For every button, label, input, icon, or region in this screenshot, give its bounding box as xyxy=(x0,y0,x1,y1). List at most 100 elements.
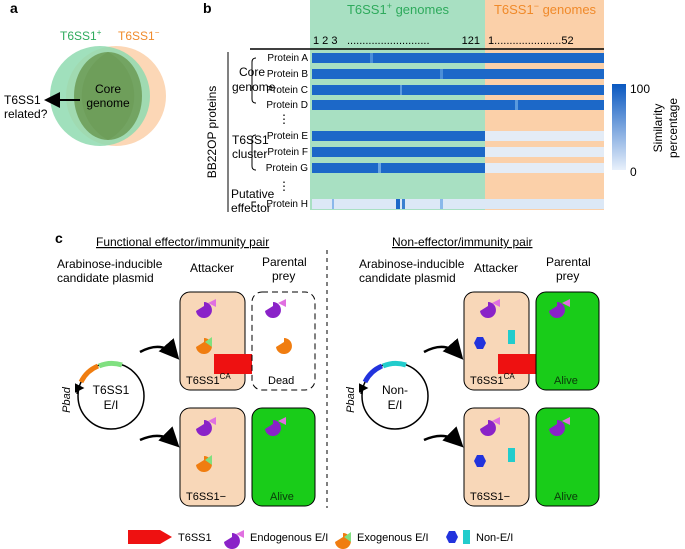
bar-protein-d xyxy=(312,100,604,110)
bar-protein-f xyxy=(312,147,485,157)
bar-var xyxy=(396,199,400,209)
endogenous-effector-icon xyxy=(265,302,281,318)
protein-label-h: Protein H xyxy=(266,199,308,210)
left-prey-dead xyxy=(251,291,316,391)
left-alive-label: Alive xyxy=(270,491,294,503)
endogenous-immunity-icon xyxy=(492,299,500,307)
left-plasmid-i-gene xyxy=(98,360,123,369)
left-plasmid-e-gene xyxy=(78,363,100,384)
left-prey-heading-2: prey xyxy=(272,269,295,283)
bracket-effector xyxy=(251,201,256,207)
endogenous-effector-icon xyxy=(549,420,565,436)
protein-label-e: Protein E xyxy=(267,131,308,142)
legend-endogenous-label: Endogenous E/I xyxy=(250,532,328,544)
bar-protein-a xyxy=(312,53,604,63)
panel-c-label: c xyxy=(55,230,63,246)
endogenous-immunity-icon xyxy=(208,417,216,425)
panel-a-label: a xyxy=(10,0,18,16)
left-t6ss-minus-label: T6SS1− xyxy=(186,491,226,503)
right-plasmid-label-1: Non- xyxy=(382,383,408,397)
legend-t6ss-icon xyxy=(128,530,172,544)
right-plasmid-label-2: E/I xyxy=(388,398,403,412)
core-label-2: genome xyxy=(86,96,130,110)
right-arrow-top xyxy=(423,338,464,360)
bracket-t6ss xyxy=(251,134,257,171)
vdots-1: ⋮ xyxy=(278,112,290,126)
legend-non-ei-label: Non-E/I xyxy=(476,532,513,544)
endogenous-effector-icon xyxy=(549,302,565,318)
right-t6ss-ca-base: T6SS1 xyxy=(470,375,504,387)
right-plasmid-non-e-gene xyxy=(362,363,384,384)
colorbar-label-2: percentage xyxy=(666,98,680,158)
left-attacker-bottom xyxy=(179,407,246,507)
right-t6ss-minus-label: T6SS1− xyxy=(470,491,510,503)
bar-var xyxy=(440,199,443,209)
group-t6ss-1: T6SS1 xyxy=(232,133,269,147)
venn-neg-label: T6SS1− xyxy=(118,28,160,43)
right-alive-label-bottom: Alive xyxy=(554,491,578,503)
non-ei-bar-icon xyxy=(508,448,515,462)
header-neg: T6SS1− genomes xyxy=(494,1,597,17)
exogenous-immunity-icon xyxy=(205,337,212,347)
index-neg: 1......................52 xyxy=(488,35,574,47)
endogenous-effector-icon xyxy=(196,302,212,318)
legend-endogenous-icon xyxy=(224,533,240,549)
index-pos-end: 121 xyxy=(462,35,480,47)
protein-label-b: Protein B xyxy=(267,69,308,80)
bar-var xyxy=(332,199,334,209)
right-promoter-label: Pbad xyxy=(345,386,357,413)
non-ei-bar-icon xyxy=(508,330,515,344)
right-attacker-bottom xyxy=(463,407,530,507)
question-line-1: T6SS1 xyxy=(4,93,41,107)
heatmap xyxy=(312,53,604,209)
legend-t6ss-label: T6SS1 xyxy=(178,532,212,544)
right-plasmid-caption-1: Arabinose-inducible xyxy=(359,257,465,271)
bar-var xyxy=(370,53,373,63)
endogenous-effector-icon xyxy=(196,420,212,436)
axis-label: BB22OP proteins xyxy=(205,86,219,179)
endogenous-immunity-icon xyxy=(278,299,286,307)
endogenous-effector-icon xyxy=(480,420,496,436)
left-plasmid-caption-2: candidate plasmid xyxy=(57,271,154,285)
non-ei-hexagon-icon xyxy=(474,337,486,349)
group-effector-1: Putative xyxy=(231,187,275,201)
panel-a: a T6SS1+ T6SS1− Core genome T6SS1 relate… xyxy=(4,0,166,146)
colorbar-min: 0 xyxy=(630,165,637,179)
legend-non-ei-bar xyxy=(463,530,470,544)
endogenous-immunity-icon xyxy=(492,417,500,425)
right-t6ss-ca-sup: CA xyxy=(504,372,516,381)
legend-non-ei-hexagon xyxy=(446,531,458,543)
right-promoter-arrow xyxy=(358,383,369,394)
endogenous-immunity-icon xyxy=(562,417,570,425)
endogenous-effector-icon xyxy=(265,420,281,436)
bar-var xyxy=(378,163,381,173)
colorbar-label-1: Similarity xyxy=(651,104,665,153)
colorbar xyxy=(612,84,626,170)
bar-var xyxy=(400,85,402,95)
right-t6ss-ca-label: T6SS1CA xyxy=(470,372,515,387)
index-pos-dots: ........................... xyxy=(347,35,430,47)
exogenous-immunity-icon xyxy=(205,455,212,465)
right-plasmid-non-i-gene xyxy=(382,360,407,369)
bar-protein-e-neg xyxy=(485,131,604,141)
right-prey-alive-top xyxy=(535,291,600,391)
left-title: Functional effector/immunity pair xyxy=(96,235,269,249)
endogenous-immunity-icon xyxy=(278,417,286,425)
endogenous-immunity-icon xyxy=(562,299,570,307)
right-alive-label-top: Alive xyxy=(554,375,578,387)
bar-protein-f-neg xyxy=(485,147,604,157)
right-prey-heading-1: Parental xyxy=(546,255,591,269)
right-attacker-heading: Attacker xyxy=(474,261,518,275)
vdots-2: ⋮ xyxy=(278,179,290,193)
core-label-1: Core xyxy=(95,82,121,96)
left-arrow-bottom xyxy=(139,426,180,448)
left-t6ss-ca-sup: CA xyxy=(220,372,232,381)
right-plasmid-caption-2: candidate plasmid xyxy=(359,271,456,285)
protein-label-f: Protein F xyxy=(267,147,308,158)
left-promoter-label: Pbad xyxy=(61,386,73,413)
right-prey-heading-2: prey xyxy=(556,269,579,283)
bar-protein-g xyxy=(312,163,485,173)
protein-label-c: Protein C xyxy=(266,85,308,96)
protein-label-g: Protein G xyxy=(266,163,308,174)
